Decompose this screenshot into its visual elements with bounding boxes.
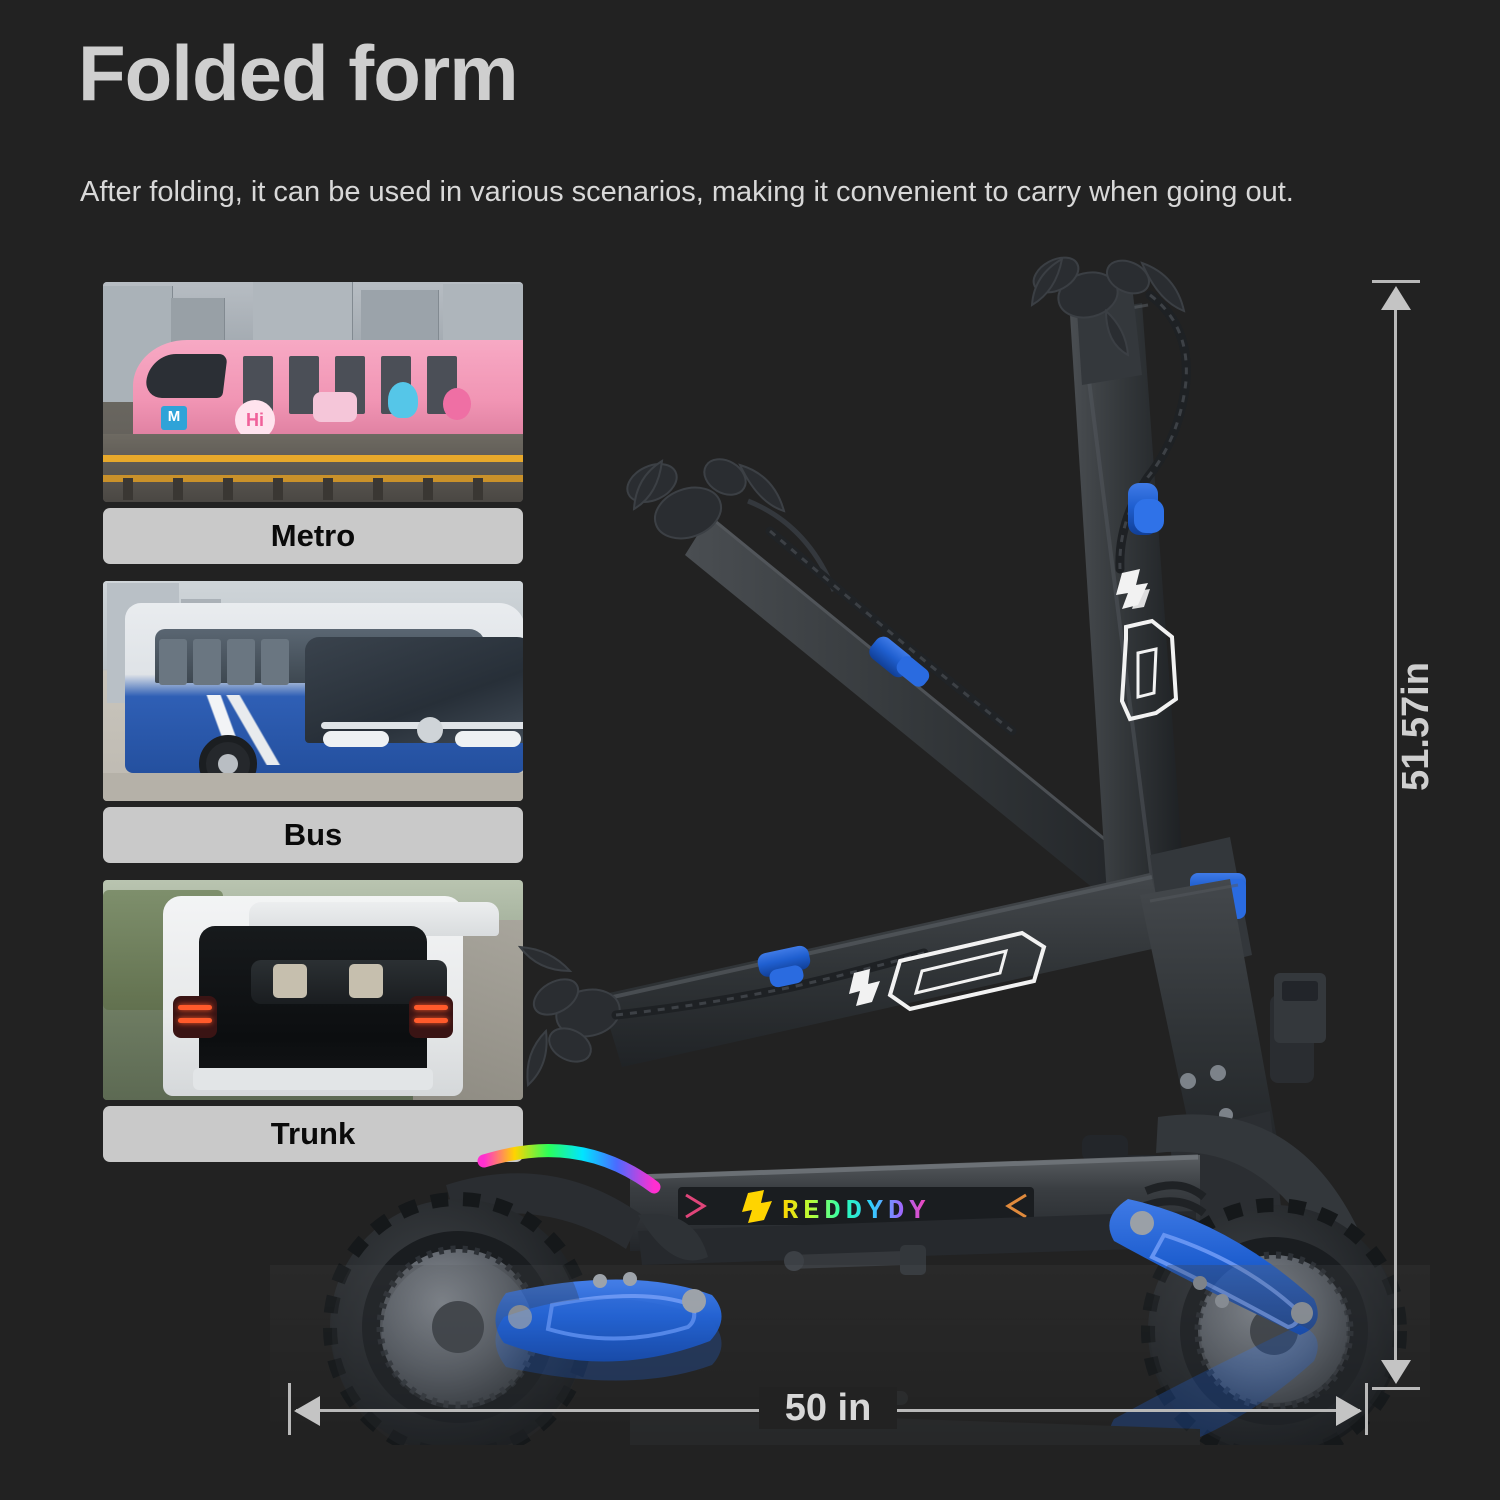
stem-decal-emblem [1119,618,1179,722]
stem-decal-logo [1116,569,1150,609]
scenario-card-bus[interactable]: Bus [103,581,523,863]
height-cap-bottom [1372,1387,1420,1390]
product-image-folded-scooter: REDDYDY [270,255,1430,1445]
scooter-stem [1030,256,1191,911]
beam-decal-emblem [887,930,1047,1012]
train-icon: M Hi [133,340,523,450]
folding-lever-beam [757,945,811,988]
handlebar-head [1030,256,1186,357]
bus-photo [103,581,523,801]
bus-icon [125,603,523,773]
height-cap-top [1372,280,1420,283]
quick-release-lever [1128,483,1164,535]
length-arrow-left-icon [294,1396,320,1426]
metro-photo: M Hi [103,282,523,502]
page-title: Folded form [78,29,519,117]
height-dimension-line [1372,280,1432,1390]
height-arrow-up-icon [1381,286,1411,310]
front-fender [446,1173,642,1249]
car-trunk-icon [163,896,499,1096]
trunk-photo [103,880,523,1100]
length-dimension-label: 50 in [288,1387,1368,1430]
scooter-svg: REDDYDY [270,256,1430,1445]
scenario-card-trunk[interactable]: Trunk [103,880,523,1162]
length-dimension-line: 50 in [288,1383,1368,1439]
height-arrow-down-icon [1381,1360,1411,1384]
deck-led-panel [678,1187,1034,1225]
length-cap-left [288,1383,291,1435]
length-cap-right [1365,1383,1368,1435]
scenario-card-list: M Hi Metro [103,282,523,1179]
deck-brand-logo [742,1190,772,1223]
scenario-label-trunk: Trunk [103,1106,523,1162]
length-dimension-value: 50 in [758,1387,898,1429]
rgb-light-strip [477,1144,661,1194]
ground-reflection [270,1265,1430,1445]
page-subtitle: After folding, it can be used in various… [80,176,1294,208]
beam-decal-logo [849,969,880,1006]
scenario-label-metro: Metro [103,508,523,564]
height-line [1394,290,1397,1380]
scenario-card-metro[interactable]: M Hi Metro [103,282,523,564]
scenario-label-bus: Bus [103,807,523,863]
folding-lever-upper [869,636,930,687]
length-arrow-right-icon [1336,1396,1362,1426]
folded-main-beam [517,873,1170,1088]
height-dimension-label: 51.57in [1394,662,1437,791]
